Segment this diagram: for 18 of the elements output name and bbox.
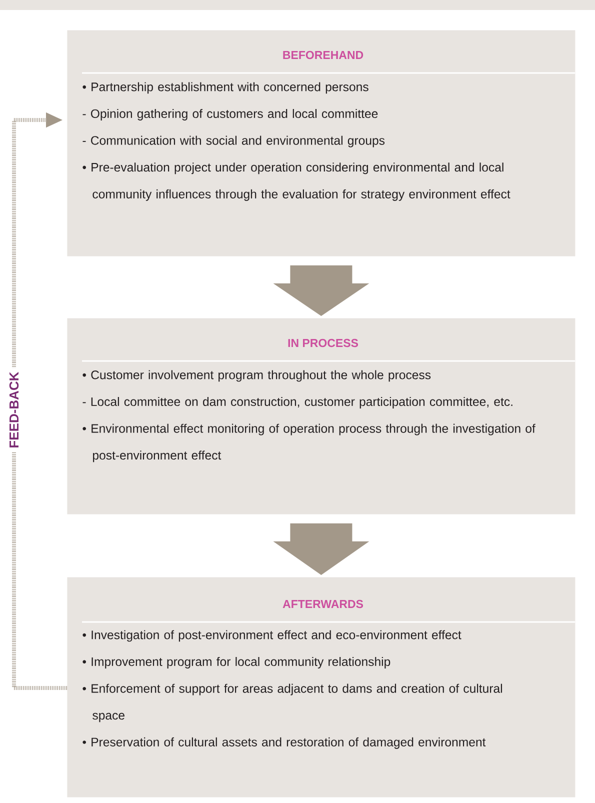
- heading: IN PROCESS: [288, 338, 358, 348]
- list-item: • Improvement program for local community relationship: [82, 657, 390, 668]
- block-arrow: [273, 265, 370, 316]
- edge-label: FEED-BACK: [5, 368, 23, 452]
- list-item: - Communication with social and environmental groups: [82, 136, 385, 148]
- heading: AFTERWARDS: [282, 600, 363, 608]
- list-item: • Customer involvement program throughout the whole process: [82, 370, 431, 382]
- block-arrow: [273, 523, 370, 575]
- list-item: • Environmental effect monitoring of operation process through the investigation of post-environment effect: [82, 424, 536, 462]
- list-item: • Investigation of post-environment effect and eco-environment effect: [82, 630, 462, 642]
- list-item: • Pre-evaluation project under operation considering environmental and local community influences through the evaluation for strategy environment effect: [82, 162, 510, 201]
- list-item: - Local committee on dam construction, customer participation committee, etc.: [82, 397, 512, 408]
- heading: BEFOREHAND: [283, 50, 364, 60]
- list-item: • Preservation of cultural assets and restoration of damaged environment: [82, 737, 486, 749]
- feedback-arrow: [12, 112, 67, 690]
- list-item: • Partnership establishment with concerned persons: [82, 82, 368, 94]
- list-item: - Opinion gathering of customers and local committee: [82, 109, 378, 120]
- list-item: • Enforcement of support for areas adjacent to dams and creation of cultural space: [82, 684, 502, 722]
